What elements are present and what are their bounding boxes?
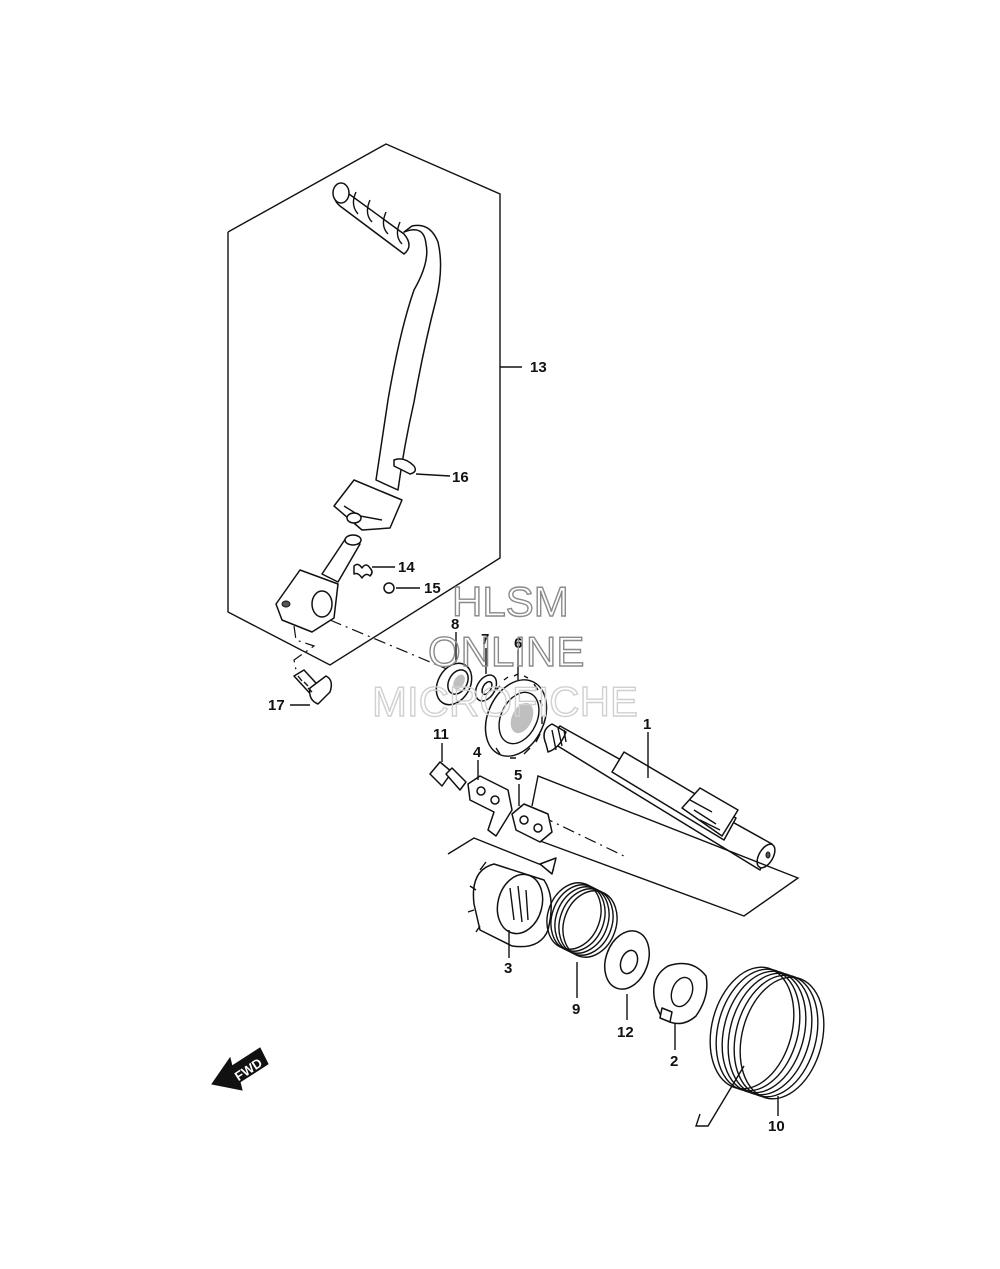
callout-8: 8 [451, 616, 459, 633]
callout-14: 14 [398, 559, 415, 576]
callout-7: 7 [481, 631, 489, 648]
fwd-arrow: FWD [211, 1047, 269, 1091]
spring-14 [353, 563, 395, 579]
left-arrow-icon [211, 1047, 269, 1091]
clip-16 [393, 458, 451, 477]
callout-13: 13 [530, 359, 547, 376]
callout-17: 17 [268, 697, 285, 714]
bolt-17 [290, 625, 333, 706]
watermark: HLSM ONLINE MICROFICHE [371, 577, 638, 725]
callout-11: 11 [433, 726, 449, 743]
watermark-line1: HLSM [452, 578, 569, 625]
callout-15: 15 [424, 580, 441, 597]
callout-6: 6 [514, 635, 522, 652]
watermark-line3: MICROFICHE [372, 678, 638, 725]
callout-10: 10 [768, 1118, 785, 1135]
watermark-line2: ONLINE [428, 628, 584, 675]
callout-12: 12 [617, 1024, 634, 1041]
callout-2: 2 [670, 1053, 678, 1070]
kick-lever-assembly-box [227, 143, 522, 666]
callout-5: 5 [514, 767, 522, 784]
stopper-plate-4 [467, 760, 513, 837]
oil-seal-8 [435, 632, 473, 706]
callout-1: 1 [643, 716, 651, 733]
washer-12 [604, 930, 650, 1020]
ratchet-3 [447, 837, 557, 958]
kick-shaft-1 [543, 723, 776, 871]
callout-4: 4 [473, 744, 482, 761]
kick-spring-10 [695, 966, 825, 1127]
callout-16: 16 [452, 469, 469, 486]
callout-labels: 1 2 3 4 5 6 7 8 9 10 11 12 13 14 15 16 1… [268, 359, 785, 1135]
spring-9 [546, 882, 618, 998]
bolt-11 [429, 743, 467, 791]
kick-gear-6 [484, 650, 548, 759]
callout-3: 3 [504, 960, 512, 977]
ball-15 [383, 582, 420, 594]
spring-guide-2 [653, 962, 708, 1050]
kick-lever [275, 182, 442, 633]
washer-7 [474, 648, 498, 702]
stopper-guide-5 [511, 784, 553, 843]
callout-9: 9 [572, 1001, 580, 1018]
